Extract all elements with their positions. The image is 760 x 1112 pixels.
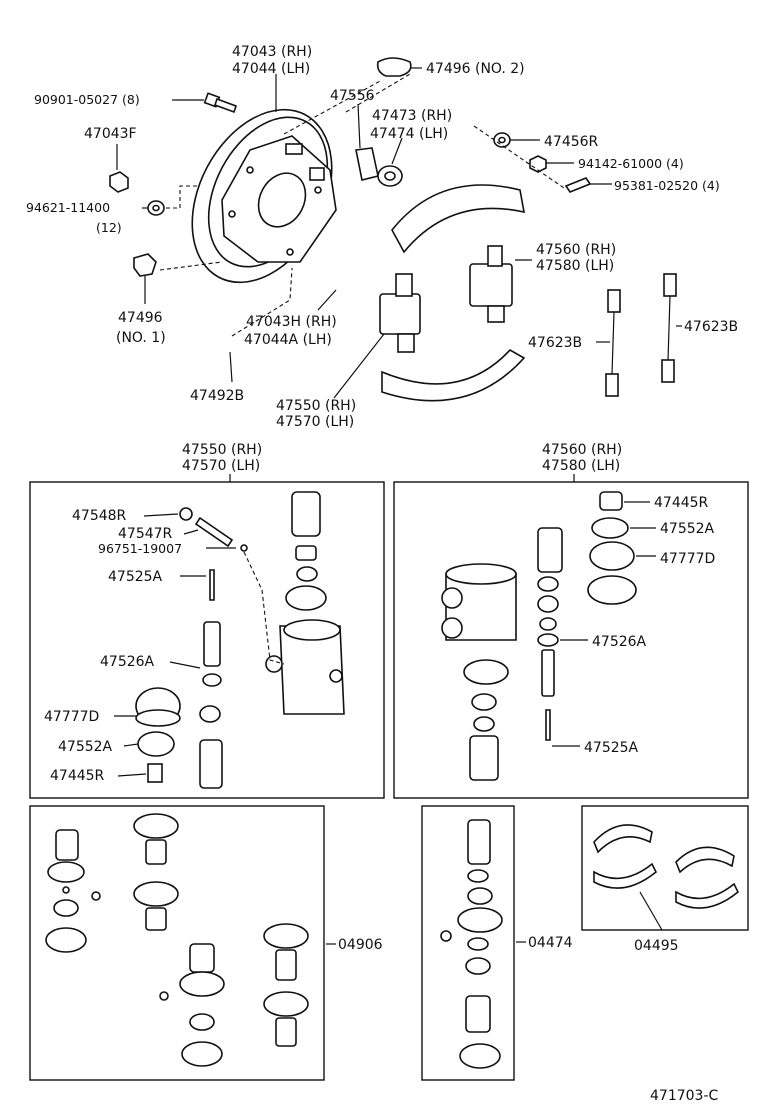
left-box-title-rh: 47550 (RH)	[182, 442, 262, 458]
label-wheel-cyl-a-rh: 47550 (RH)	[276, 398, 356, 414]
spring-47623b-right	[661, 273, 677, 383]
brake-shoe-upper	[391, 184, 526, 254]
label-washer-qty: (12)	[96, 220, 122, 235]
screw-95381	[564, 177, 592, 193]
right-box-title-lh: 47580 (LH)	[542, 458, 620, 474]
label-bracket-no1: 47496	[118, 310, 163, 326]
diagram-code: 471703-C	[650, 1088, 718, 1104]
bolt-90901	[203, 92, 238, 114]
label-bracket-no1-sub: (NO. 1)	[116, 330, 166, 346]
label-washer: 94621-11400	[26, 200, 110, 215]
wheel-cylinder-47550	[379, 273, 421, 353]
label-boot-b: 47777D	[660, 551, 715, 567]
label-wheel-cyl-a-lh: 47570 (LH)	[276, 414, 354, 430]
box-left-labels: 47548R 47547R 96751-19007 47525A 47526A …	[44, 508, 182, 784]
label-screw: 95381-02520 (4)	[614, 178, 720, 193]
backing-plate	[191, 108, 337, 284]
clip-47556	[355, 147, 379, 181]
top-labels: 47043 (RH) 47044 (LH) 90901-05027 (8) 47…	[26, 44, 738, 430]
label-cup-b: 47552A	[660, 521, 715, 537]
box-left-parts	[114, 491, 345, 789]
label-bolt-h-rh: 47043H (RH)	[246, 314, 337, 330]
bracket-no2	[376, 57, 412, 77]
label-adjuster-rh: 47473 (RH)	[372, 108, 452, 124]
box-right-labels: 47445R 47552A 47777D 47526A 47525A	[584, 495, 715, 756]
label-spring-b1: 47623B	[528, 335, 582, 351]
dashed-guides	[159, 73, 565, 337]
adjuster-47473	[377, 165, 403, 187]
label-spring-seat: 47456R	[544, 134, 599, 150]
label-end-plug-a: 47445R	[50, 768, 105, 784]
label-spring-b: 47525A	[584, 740, 639, 756]
label-piston-a: 47526A	[100, 654, 155, 670]
kit-a-parts	[45, 813, 336, 1067]
bracket-no1	[133, 253, 157, 277]
box-kit-c	[581, 805, 749, 931]
label-piston-b: 47526A	[592, 634, 647, 650]
label-clip: 47556	[330, 88, 375, 104]
kit-b-parts	[440, 819, 526, 1069]
label-wheel-cyl-b-lh: 47580 (LH)	[536, 258, 614, 274]
box-wheel-cylinder-a	[29, 481, 385, 799]
kit-labels: 04906 04474 04495	[338, 935, 679, 954]
label-gasket: 47492B	[190, 388, 244, 404]
label-nut-f: 47043F	[84, 126, 137, 142]
spring-seat-47456r	[493, 132, 511, 148]
label-kit-b: 04474	[528, 935, 573, 951]
label-ball: 96751-19007	[98, 541, 182, 556]
label-kit-a: 04906	[338, 937, 383, 953]
label-bleeder: 47547R	[118, 526, 173, 542]
label-kit-c: 04495	[634, 938, 679, 954]
box-kit-a	[29, 805, 325, 1081]
label-spring-a: 47525A	[108, 569, 163, 585]
label-bracket-no2: 47496 (NO. 2)	[426, 61, 525, 77]
spring-47623b-left	[605, 289, 621, 397]
leader-lines-top	[116, 67, 682, 399]
label-adjuster-lh: 47474 (LH)	[370, 126, 448, 142]
label-bleeder-cap: 47548R	[72, 508, 127, 524]
nut-47043f	[109, 171, 129, 193]
box-kit-b	[421, 805, 515, 1081]
kit-c-parts	[593, 824, 740, 931]
right-box-title-rh: 47560 (RH)	[542, 442, 622, 458]
label-bolt: 90901-05027 (8)	[34, 92, 140, 107]
label-cup-a: 47552A	[58, 739, 113, 755]
box-right-parts	[441, 491, 656, 781]
label-backing-plate-lh: 47044 (LH)	[232, 61, 310, 77]
label-bolt-h-lh: 47044A (LH)	[244, 332, 332, 348]
label-end-plug-b: 47445R	[654, 495, 709, 511]
box-wheel-cylinder-b	[393, 481, 749, 799]
brake-shoe-lower	[381, 348, 526, 402]
label-spring-b2: 47623B	[684, 319, 738, 335]
washer-94621	[147, 200, 165, 216]
label-backing-plate-rh: 47043 (RH)	[232, 44, 312, 60]
label-boot-a: 47777D	[44, 709, 99, 725]
left-box-title-lh: 47570 (LH)	[182, 458, 260, 474]
label-wheel-cyl-b-rh: 47560 (RH)	[536, 242, 616, 258]
label-nut-r: 94142-61000 (4)	[578, 156, 684, 171]
wheel-cylinder-47560	[469, 245, 513, 323]
